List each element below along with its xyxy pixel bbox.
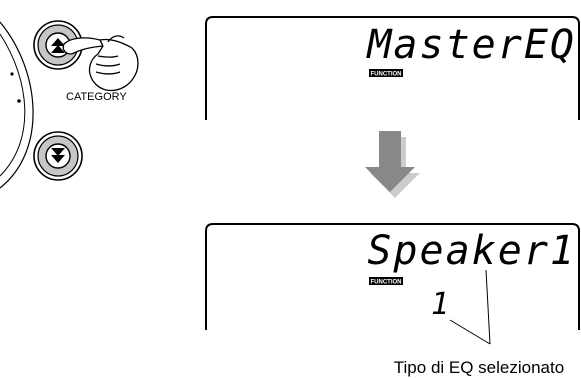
function-badge-text-bottom: FUNCTION [371, 280, 402, 286]
pointing-hand-icon [62, 35, 139, 92]
lcd-frame-bottom [205, 223, 580, 330]
dial-dot [17, 99, 21, 103]
category-down-button[interactable] [33, 131, 83, 181]
lcd-main-text-top: MasterEQ [365, 22, 576, 68]
control-panel: CATEGORY [0, 20, 139, 189]
lcd-value-text: 1 [431, 287, 449, 322]
down-arrow-icon [365, 131, 420, 198]
lcd-frame-top [205, 16, 580, 120]
dial-arc-outer [0, 21, 34, 189]
dial-dot [10, 72, 14, 76]
function-badge-top: FUNCTION [369, 69, 403, 78]
double-chevron-down-icon [45, 143, 71, 169]
callout-line-to-text [485, 269, 491, 345]
callout-text: Tipo di EQ selezionato [394, 358, 564, 377]
lcd-main-text-bottom: Speaker1 [367, 228, 576, 274]
dial-arc-inner [0, 33, 26, 177]
category-label: CATEGORY [66, 91, 127, 103]
function-badge-bottom: FUNCTION [369, 277, 403, 286]
lcd-display-top: MasterEQ FUNCTION [205, 16, 580, 120]
category-up-button[interactable] [33, 20, 83, 70]
callout-line-to-value [449, 319, 491, 345]
callout: Tipo di EQ selezionato [394, 269, 564, 377]
lcd-display-bottom: Speaker1 FUNCTION 1 [205, 223, 580, 330]
function-badge-text-top: FUNCTION [371, 72, 402, 78]
